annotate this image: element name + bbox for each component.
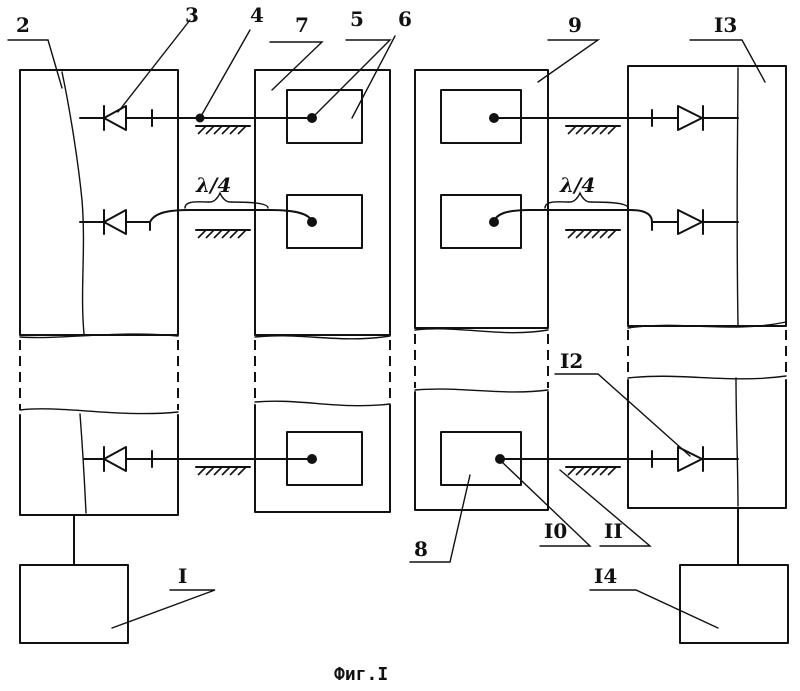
diode-left-1 [80, 106, 152, 130]
label-2: 2 [16, 13, 30, 37]
block-2 [20, 70, 178, 515]
label-4: 4 [250, 3, 264, 27]
label-12: I2 [560, 349, 583, 373]
label-10: I0 [544, 519, 567, 543]
element-7b [287, 195, 362, 248]
label-8: 8 [414, 537, 428, 561]
block-9 [415, 70, 548, 510]
quarter-wave-label-right: λ/4 [559, 173, 595, 197]
label-13: I3 [714, 13, 737, 37]
label-14: I4 [594, 564, 617, 588]
label-7: 7 [295, 13, 309, 37]
figure-caption: Фиг.I [334, 664, 388, 685]
block-13 [628, 66, 786, 508]
label-6: 6 [398, 7, 412, 31]
diode-right-1 [652, 106, 738, 130]
label-9: 9 [568, 13, 582, 37]
diode-right-3 [652, 447, 738, 471]
diode-left-2 [80, 210, 150, 234]
diode-right-2 [652, 210, 738, 234]
label-5: 5 [350, 7, 364, 31]
element-6 [287, 90, 362, 143]
unit-1 [20, 565, 128, 643]
diode-left-3 [84, 447, 152, 471]
unit-14 [680, 565, 788, 643]
link-right-3 [500, 459, 652, 475]
label-3: 3 [185, 3, 199, 27]
label-1: I [178, 564, 187, 588]
block-7 [255, 70, 390, 512]
element-9b [441, 195, 521, 248]
element-9a [441, 90, 521, 143]
quarter-wave-label-left: λ/4 [195, 173, 231, 197]
label-11: II [604, 519, 623, 543]
